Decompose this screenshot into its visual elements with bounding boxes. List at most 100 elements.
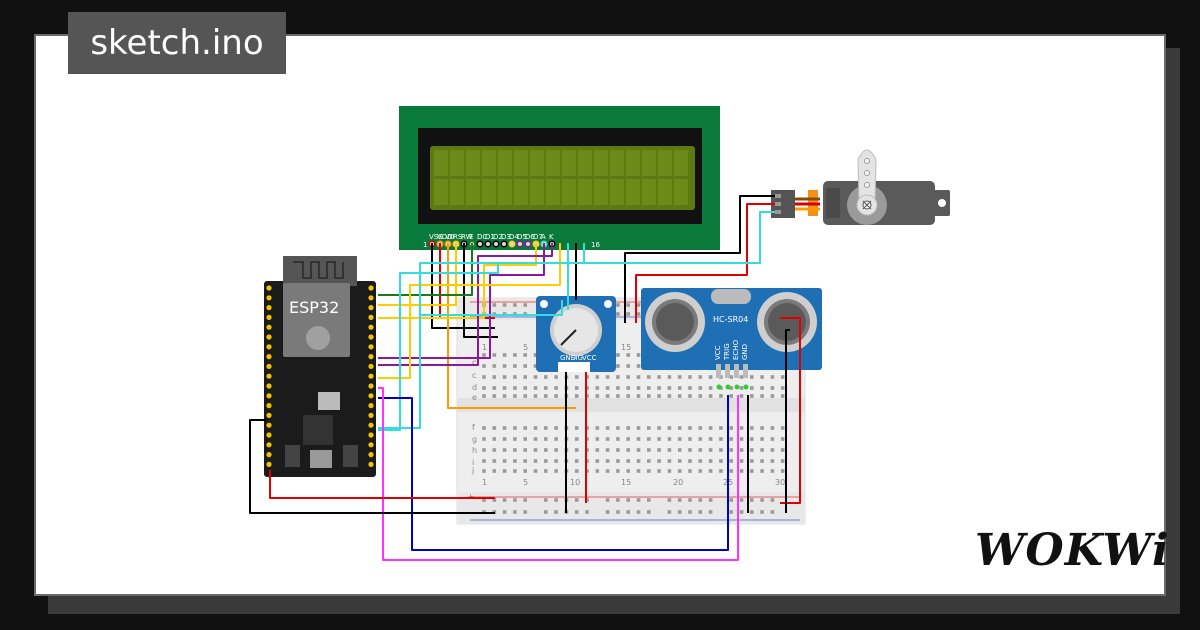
breadboard-hole xyxy=(482,448,486,452)
breadboard-hole xyxy=(513,386,517,390)
breadboard-hole xyxy=(647,448,651,452)
breadboard-hole xyxy=(574,394,579,398)
breadboard-hole xyxy=(677,386,682,390)
servo-motor[interactable] xyxy=(771,149,950,225)
wire-echo-blue xyxy=(378,395,729,551)
breadboard-hole xyxy=(667,394,672,398)
ultrasonic-sensor[interactable]: HC-SR04 VCC TRIG ECHO GND xyxy=(641,288,822,390)
breadboard-hole xyxy=(739,448,744,452)
lcd-pin-label: VSS xyxy=(429,233,443,241)
breadboard-hole xyxy=(750,437,754,441)
lcd-cell xyxy=(482,179,496,205)
breadboard-hole xyxy=(595,386,600,390)
breadboard-hole xyxy=(605,437,610,441)
breadboard-hole xyxy=(719,459,723,463)
breadboard-hole xyxy=(688,426,692,430)
esp32-pin xyxy=(368,383,374,389)
breadboard-hole xyxy=(513,426,517,430)
breadboard-hole xyxy=(719,469,723,473)
breadboard-hole xyxy=(657,375,661,379)
breadboard-rail-hole xyxy=(502,498,507,502)
breadboard-hole xyxy=(677,469,682,473)
wiring xyxy=(249,195,801,561)
breadboard-hole xyxy=(729,437,733,441)
breadboard-hole xyxy=(626,459,630,463)
lcd-cell xyxy=(434,179,448,205)
breadboard-hole xyxy=(523,426,527,430)
breadboard-hole xyxy=(595,469,600,473)
breadboard-hole xyxy=(513,469,517,473)
row-letters: c c d e f g h i j xyxy=(471,358,477,475)
breadboard-hole xyxy=(502,386,507,390)
lcd-cell xyxy=(530,150,544,176)
breadboard-hole xyxy=(667,448,672,452)
lcd-pin xyxy=(508,240,516,248)
svg-text:5: 5 xyxy=(523,478,528,487)
breadboard-hole xyxy=(647,459,651,463)
breadboard-hole xyxy=(605,386,610,390)
breadboard-hole xyxy=(760,459,764,463)
breadboard-hole xyxy=(533,437,538,441)
breadboard-rail-hole xyxy=(739,498,744,502)
esp32-pin xyxy=(266,354,272,360)
breadboard-hole xyxy=(708,448,713,452)
breadboard-rail-hole xyxy=(605,510,610,514)
esp32-pin xyxy=(368,461,374,467)
breadboard-hole xyxy=(492,448,497,452)
breadboard-hole xyxy=(760,469,764,473)
file-name-tab[interactable]: sketch.ino xyxy=(68,12,286,74)
potentiometer[interactable]: GND SIG VCC xyxy=(536,296,616,372)
wire-servo-vcc xyxy=(635,203,775,323)
breadboard-hole xyxy=(636,437,641,441)
svg-text:5: 5 xyxy=(523,343,528,352)
lcd-cell xyxy=(434,150,448,176)
lcd-cell xyxy=(610,150,624,176)
breadboard-hole xyxy=(760,437,764,441)
svg-text:20: 20 xyxy=(673,478,683,487)
esp32-board[interactable]: ESP32 xyxy=(264,256,376,477)
breadboard-hole xyxy=(677,448,682,452)
breadboard-hole xyxy=(492,426,497,430)
breadboard-hole xyxy=(657,386,661,390)
breadboard-hole xyxy=(554,459,558,463)
breadboard-rail-hole xyxy=(492,303,497,307)
breadboard-rail-hole xyxy=(636,303,641,307)
lcd-pin-label: D6 xyxy=(525,233,535,241)
breadboard-hole xyxy=(780,375,785,379)
esp32-pin xyxy=(266,324,272,330)
svg-text:f: f xyxy=(472,423,475,432)
breadboard-hole xyxy=(626,448,630,452)
breadboard-hole xyxy=(657,394,661,398)
breadboard-rail-hole xyxy=(523,510,527,514)
breadboard-rail-hole xyxy=(616,303,620,307)
breadboard-hole xyxy=(574,448,579,452)
esp32-pin xyxy=(368,305,374,311)
breadboard-rail-hole xyxy=(523,498,527,502)
lcd-cell xyxy=(658,150,672,176)
breadboard-hole xyxy=(667,386,672,390)
breadboard-hole xyxy=(574,426,579,430)
breadboard-hole xyxy=(780,437,785,441)
breadboard-hole xyxy=(698,426,703,430)
breadboard-hole xyxy=(688,448,692,452)
lcd-cell xyxy=(498,179,512,205)
breadboard-hole xyxy=(554,394,558,398)
svg-text:VCC: VCC xyxy=(714,345,722,360)
breadboard-hole xyxy=(523,375,527,379)
lcd-pin-label: E xyxy=(469,233,473,241)
wokwi-logo[interactable]: WOKWi xyxy=(975,524,1170,576)
breadboard-rail-hole xyxy=(626,312,630,316)
breadboard-hole xyxy=(502,469,507,473)
breadboard-rail-hole xyxy=(554,510,558,514)
breadboard-rail-hole xyxy=(626,303,630,307)
wire-us-vcc xyxy=(780,317,801,504)
lcd-cell xyxy=(674,150,688,176)
breadboard-hole xyxy=(677,375,682,379)
svg-text:10: 10 xyxy=(570,478,580,487)
breadboard-hole xyxy=(626,394,630,398)
breadboard-hole xyxy=(616,469,620,473)
breadboard-hole xyxy=(554,386,558,390)
lcd-cell xyxy=(626,179,640,205)
